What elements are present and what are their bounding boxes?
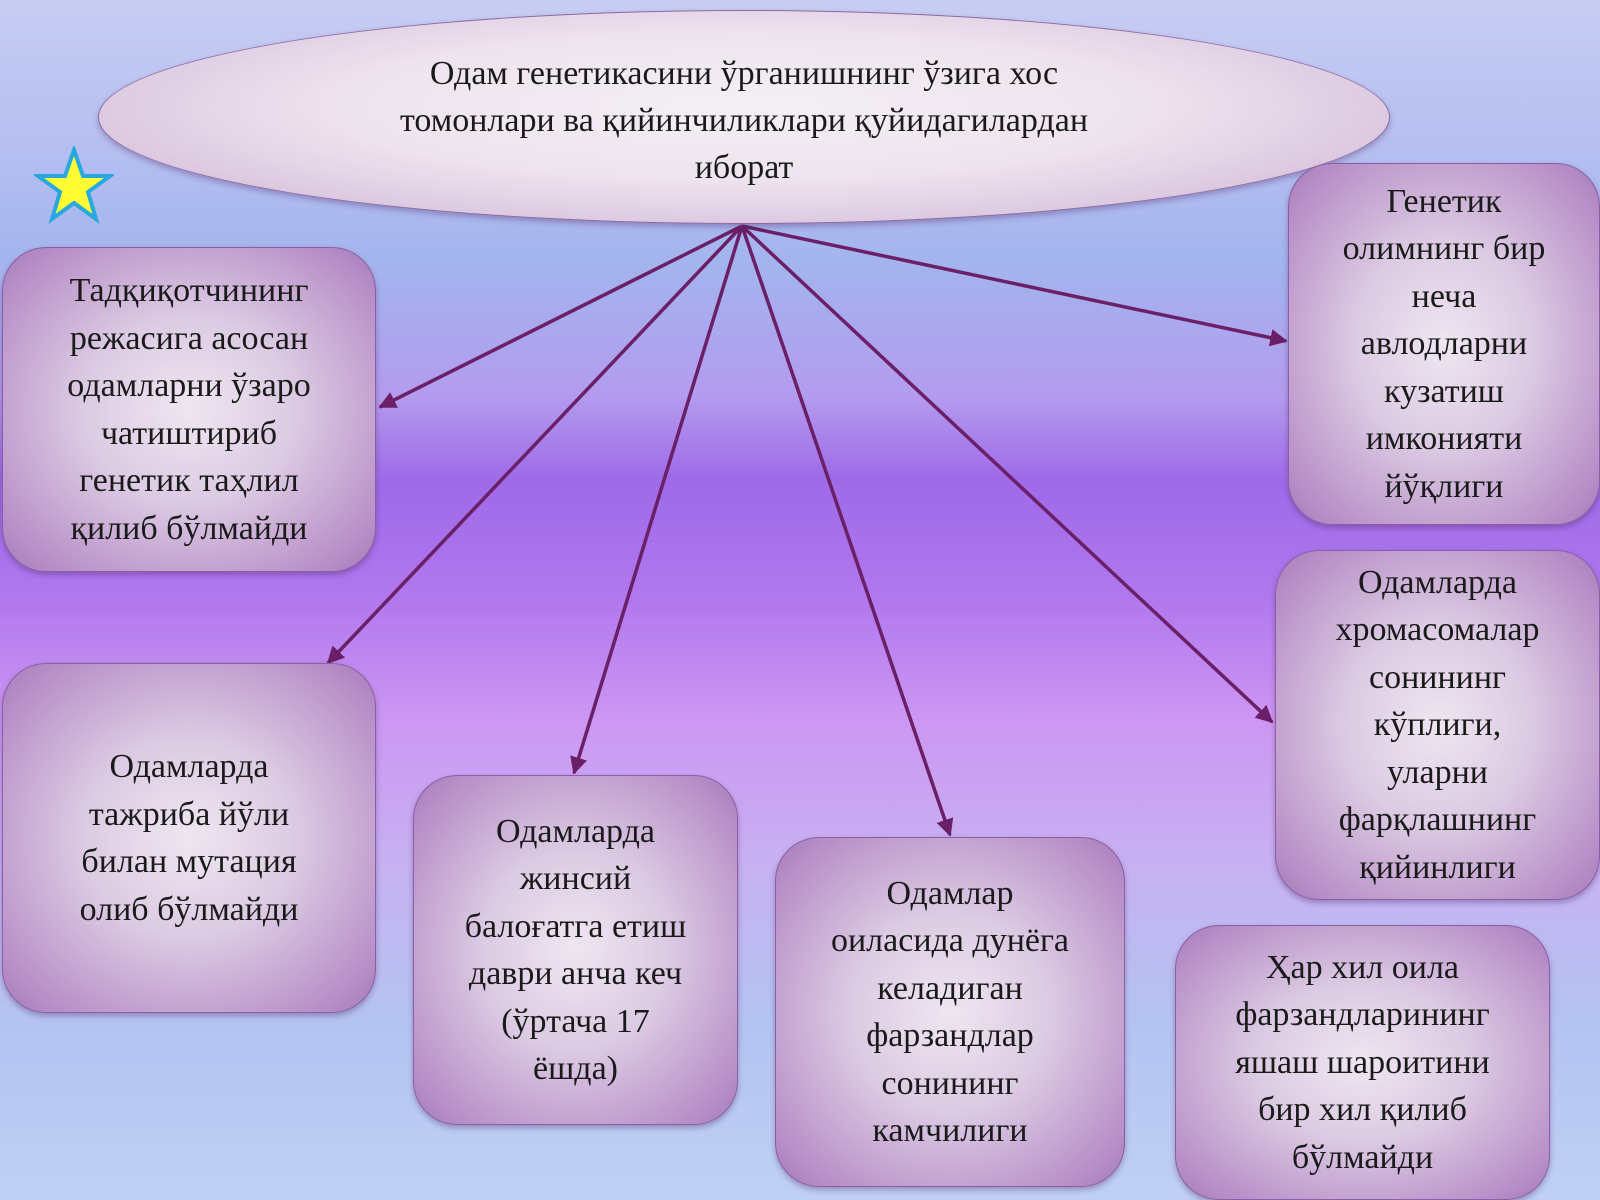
box-breeding-not-possible: Тадқиқотчининг режасига асосан одамларни… [2, 247, 376, 572]
box-no-generations-observation: Генетик олимнинг бир неча авлодларни куз… [1288, 163, 1600, 525]
box-breeding-not-possible-text: Тадқиқотчининг режасига асосан одамларни… [67, 272, 311, 547]
star-icon [34, 146, 114, 225]
title-ellipse: Одам генетикасини ўрганишнинг ўзига хос … [98, 10, 1390, 224]
box-few-children-text: Одамлар оиласида дунёга келадиган фарзан… [830, 874, 1070, 1150]
box-late-puberty-text: Одамларда жинсий балоғатга етиш даври ан… [464, 812, 687, 1088]
arrow-to-box-1 [378, 224, 743, 409]
arrow-to-box-4 [740, 225, 954, 837]
title-text: Одам генетикасини ўрганишнинг ўзига хос … [399, 54, 1089, 186]
box-living-conditions-text: Ҳар хил оила фарзандларининг яшаш шароит… [1235, 948, 1490, 1176]
arrow-to-box-2 [326, 224, 744, 665]
arrow-to-box-6 [740, 224, 1274, 724]
box-living-conditions: Ҳар хил оила фарзандларининг яшаш шароит… [1175, 925, 1550, 1200]
box-late-puberty: Одамларда жинсий балоғатга етиш даври ан… [413, 775, 738, 1125]
arrow-to-box-7 [741, 224, 1288, 347]
box-many-chromosomes-text: Одамларда хромасомалар сонининг кўплиги,… [1335, 563, 1540, 886]
box-no-experimental-mutation-text: Одамларда тажриба йўли билан мутация оли… [79, 748, 299, 928]
box-few-children: Одамлар оиласида дунёга келадиган фарзан… [775, 837, 1125, 1187]
arrow-to-box-3 [570, 225, 744, 775]
box-no-generations-observation-text: Генетик олимнинг бир неча авлодларни куз… [1342, 182, 1546, 505]
box-no-experimental-mutation: Одамларда тажриба йўли билан мутация оли… [2, 663, 376, 1013]
box-many-chromosomes: Одамларда хромасомалар сонининг кўплиги,… [1275, 550, 1600, 900]
